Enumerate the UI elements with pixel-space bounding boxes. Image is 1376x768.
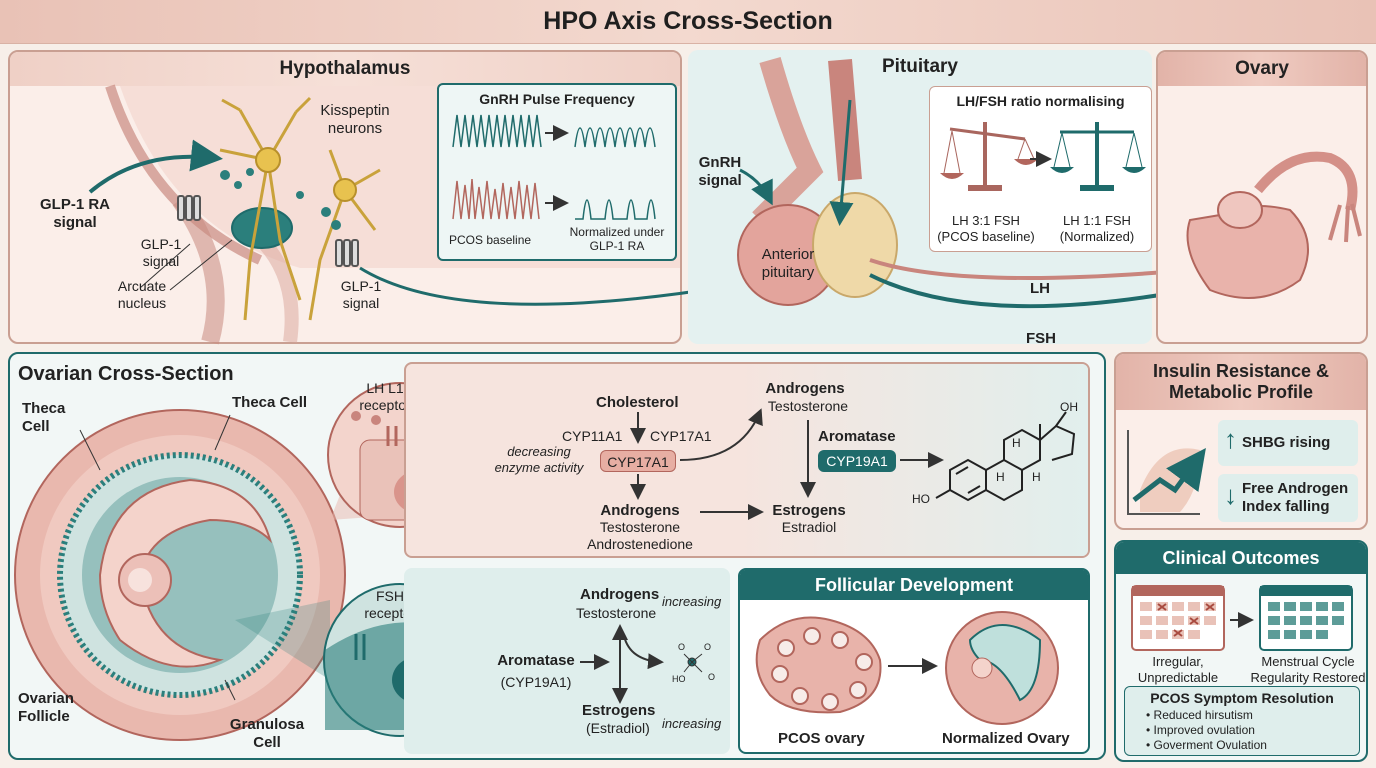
shbg-box <box>1218 420 1358 466</box>
gran-androgens-sub: Testosterone <box>576 605 657 621</box>
lh-label: LH <box>1030 280 1050 297</box>
insulin-title: Insulin Resistance & Metabolic Profile <box>1152 361 1330 402</box>
resolution-item-2: • Improved ovulation <box>1146 723 1255 737</box>
page-title: HPO Axis Cross-Section <box>543 7 833 35</box>
theca-androgens-top-head: Androgens <box>765 380 845 397</box>
follicle-label: Ovarian Follicle <box>18 690 74 725</box>
cyp17a1-pill: CYP17A1 <box>600 450 676 472</box>
lh-fsh-right-label: LH 1:1 FSH (Normalized) <box>1059 213 1135 244</box>
cyp19a1-pill: CYP19A1 <box>818 450 896 472</box>
pituitary-header: Pituitary <box>688 50 1152 84</box>
lh-fsh-left-label: LH 3:1 FSH (PCOS baseline) <box>937 213 1035 244</box>
glp1-ra-signal-label: GLP-1 RA signal <box>39 196 110 231</box>
regular-label: Menstrual Cycle Regularity Restored <box>1250 654 1366 685</box>
ovary-header: Ovary <box>1158 52 1366 86</box>
cyp17a1-top-label: CYP17A1 <box>650 428 712 444</box>
follicular-header: Follicular Development <box>740 570 1088 600</box>
theca-estrogens-head: Estrogens <box>772 502 846 519</box>
glp1-signal-left-label: GLP-1 signal <box>140 236 182 269</box>
normalized-ovary-label: Normalized Ovary <box>942 730 1070 747</box>
resolution-item-1: • Reduced hirsutism <box>1146 708 1253 722</box>
shbg-up-icon: ↑ <box>1224 424 1237 454</box>
clinical-header: Clinical Outcomes <box>1116 542 1366 574</box>
fai-down-icon: ↓ <box>1224 480 1237 510</box>
gran-androgens-increasing: increasing <box>662 594 722 609</box>
fai-box <box>1218 474 1358 522</box>
gnrh-pulse-title: GnRH Pulse Frequency <box>479 91 635 107</box>
gran-estrogens-head: Estrogens <box>582 702 656 719</box>
gnrh-pcos-label: PCOS baseline <box>449 233 532 247</box>
steroid-h2-label: H <box>996 470 1005 484</box>
glp1-signal-right-label: GLP-1 signal <box>340 278 382 311</box>
gran-estrogens-sub: (Estradiol) <box>586 720 650 736</box>
theca-aromatase-label: Aromatase <box>818 428 896 445</box>
theca-estrogens-sub: Estradiol <box>781 519 837 535</box>
resolution-title: PCOS Symptom Resolution <box>1150 690 1334 706</box>
theca-androgens-sub: Testosterone Androstenedione <box>587 519 693 552</box>
molecule-ho: HO <box>672 674 686 684</box>
gnrh-signal-label: GnRH signal <box>698 154 742 189</box>
cyp17a1-pill-label: CYP17A1 <box>607 454 669 470</box>
fsh-label: FSH <box>1026 330 1056 347</box>
gnrh-pulse-box: GnRH Pulse Frequency PCOS baseline Norma… <box>437 83 677 261</box>
lh-receptor-label: LH L1 receptor <box>359 380 411 413</box>
molecule-o1: O <box>678 642 686 652</box>
hypothalamus-header: Hypothalamus <box>10 52 680 86</box>
theca-right-label: Theca Cell <box>232 394 308 411</box>
pcos-ovary-label: PCOS ovary <box>778 730 865 747</box>
steroid-h3-label: H <box>1032 470 1041 484</box>
gnrh-pulse-waves <box>452 114 656 220</box>
cyp11a1-label: CYP11A1 <box>562 428 623 444</box>
insulin-header: Insulin Resistance & Metabolic Profile <box>1116 354 1366 410</box>
theca-androgens-top-sub: Testosterone <box>767 398 849 414</box>
gran-estrogens-increasing: increasing <box>662 716 722 731</box>
fsh-receptor-label: FSH receptor <box>364 588 416 621</box>
irregular-label: Irregular, Unpredictable <box>1137 654 1219 685</box>
gran-androgens-head: Androgens <box>580 586 660 603</box>
molecule-o3: O <box>708 672 716 682</box>
clinical-title: Clinical Outcomes <box>1162 547 1320 568</box>
resolution-item-3: • Goverment Ovulation <box>1146 738 1267 752</box>
steroid-ho-label: HO <box>912 492 930 506</box>
shbg-label: SHBG rising <box>1242 434 1331 451</box>
steroid-oh-label: OH <box>1060 400 1078 414</box>
lh-fsh-title: LH/FSH ratio normalising <box>956 93 1125 109</box>
fai-label: Free Androgen Index falling <box>1242 480 1349 515</box>
lh-fsh-scales <box>940 122 1146 191</box>
cyp19a1-pill-label: CYP19A1 <box>826 453 888 469</box>
theca-androgens-head: Androgens <box>600 502 680 519</box>
arcuate-label: Arcuate nucleus <box>117 278 167 311</box>
gran-aromatase-label: Aromatase <box>497 652 575 669</box>
title-bar: HPO Axis Cross-Section <box>0 0 1376 44</box>
resolution-box <box>1124 686 1360 756</box>
gran-aromatase-sub: (CYP19A1) <box>500 674 572 690</box>
molecule-o2: O <box>704 642 712 652</box>
cholesterol-label: Cholesterol <box>596 394 679 411</box>
ovary-title: Ovary <box>1235 58 1289 79</box>
cross-section-title: Ovarian Cross-Section <box>18 363 234 385</box>
lh-fsh-box: LH/FSH ratio normalising LH 3:1 FSH (PCO… <box>929 86 1152 252</box>
gnrh-normalized-label: Normalized under GLP-1 RA <box>569 225 665 254</box>
granulosa-label: Granulosa Cell <box>229 716 305 751</box>
anterior-pituitary-label: Anterior pituitary <box>761 246 815 281</box>
follicular-title: Follicular Development <box>814 574 1014 595</box>
kisspeptin-label: Kisspeptin neurons <box>320 102 390 137</box>
theca-left-label: Theca Cell <box>22 400 66 435</box>
steroid-h1-label: H <box>1012 436 1021 450</box>
hypothalamus-title: Hypothalamus <box>279 58 411 79</box>
pituitary-title: Pituitary <box>881 56 959 77</box>
granulosa-pathway-box <box>404 568 730 754</box>
decreasing-label: decreasing enzyme activity <box>494 444 584 475</box>
